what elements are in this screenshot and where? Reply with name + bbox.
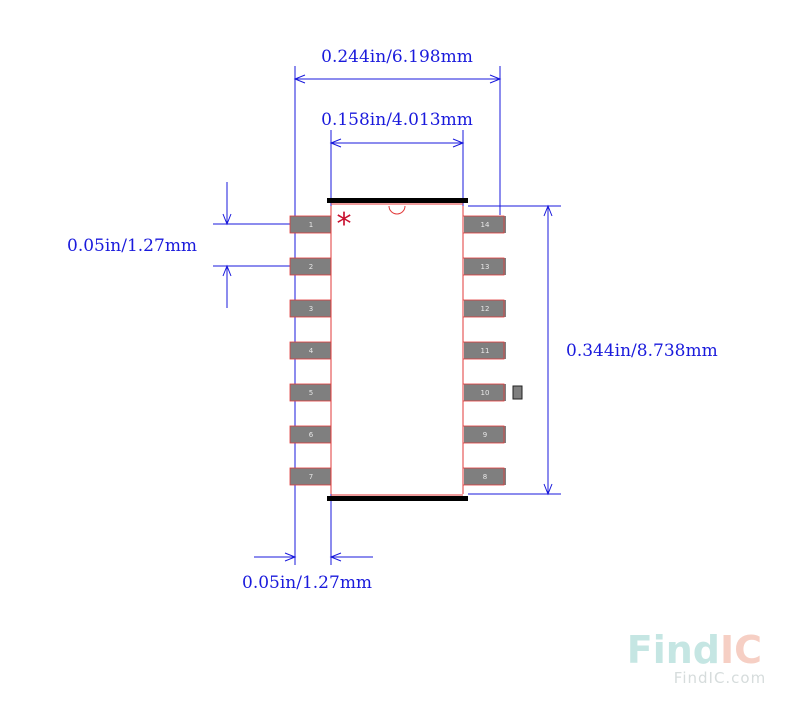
pad-rect xyxy=(464,216,506,233)
body-width-dimension xyxy=(329,130,465,210)
pad-right-12: 12 xyxy=(462,299,506,318)
pad-rect xyxy=(464,426,506,443)
overall-width-label: 0.244in/6.198mm xyxy=(321,47,473,67)
pad-rect xyxy=(290,216,331,233)
pin-number: 1 xyxy=(309,221,313,229)
logo-ic-text: IC xyxy=(720,628,762,672)
pad-right-11: 11 xyxy=(462,341,506,360)
pad-left-1: 1 xyxy=(289,215,332,234)
pad-rect xyxy=(290,342,331,359)
pad-left-7: 7 xyxy=(289,467,332,486)
pad-rect xyxy=(290,300,331,317)
pin1-notch xyxy=(388,205,406,215)
pad-rect xyxy=(290,426,331,443)
pin-number: 2 xyxy=(309,263,313,271)
pad-left-4: 4 xyxy=(289,341,332,360)
body-length-label: 0.344in/8.738mm xyxy=(566,341,718,361)
pad-width-label: 0.05in/1.27mm xyxy=(242,573,372,593)
findic-logo: Find IC FindIC.com xyxy=(627,628,766,687)
pin1-asterisk-icon: * xyxy=(337,207,352,242)
pad-rect xyxy=(464,300,506,317)
pin-number: 9 xyxy=(483,431,487,439)
orientation-mark xyxy=(512,385,523,400)
pad-width-dimension xyxy=(254,494,373,565)
pad-rect xyxy=(464,342,506,359)
pad-left-6: 6 xyxy=(289,425,332,444)
pad-right-13: 13 xyxy=(462,257,506,276)
silkscreen-top-bar xyxy=(327,198,468,203)
pad-left-2: 2 xyxy=(289,257,332,276)
pin-number: 14 xyxy=(481,221,490,229)
pad-rect xyxy=(290,468,331,485)
pin-number: 11 xyxy=(481,347,490,355)
pitch-label: 0.05in/1.27mm xyxy=(67,236,197,256)
pin-number: 5 xyxy=(309,389,313,397)
pad-right-9: 9 xyxy=(462,425,506,444)
pad-right-8: 8 xyxy=(462,467,506,486)
pad-right-14: 14 xyxy=(462,215,506,234)
silkscreen-bottom-bar xyxy=(327,496,468,501)
pad-rect xyxy=(464,384,506,401)
pin-number: 6 xyxy=(309,431,314,439)
pad-rect xyxy=(464,468,506,485)
pin-number: 3 xyxy=(309,305,313,313)
package-body xyxy=(327,198,468,501)
body-width-label: 0.158in/4.013mm xyxy=(321,110,473,130)
body-length-dimension xyxy=(468,204,561,496)
pad-rect xyxy=(290,384,331,401)
pin-number: 13 xyxy=(481,263,490,271)
pin-number: 4 xyxy=(309,347,314,355)
pin-number: 7 xyxy=(309,473,313,481)
pin-number: 12 xyxy=(481,305,490,313)
pad-rect xyxy=(290,258,331,275)
logo-find-text: Find xyxy=(627,628,720,672)
pad-left-5: 5 xyxy=(289,383,332,402)
pin-number: 10 xyxy=(481,389,490,397)
pad-rect xyxy=(464,258,506,275)
logo-url-text: FindIC.com xyxy=(674,669,766,687)
pad-left-3: 3 xyxy=(289,299,332,318)
pin-number: 8 xyxy=(483,473,487,481)
pad-right-10: 10 xyxy=(462,383,506,402)
